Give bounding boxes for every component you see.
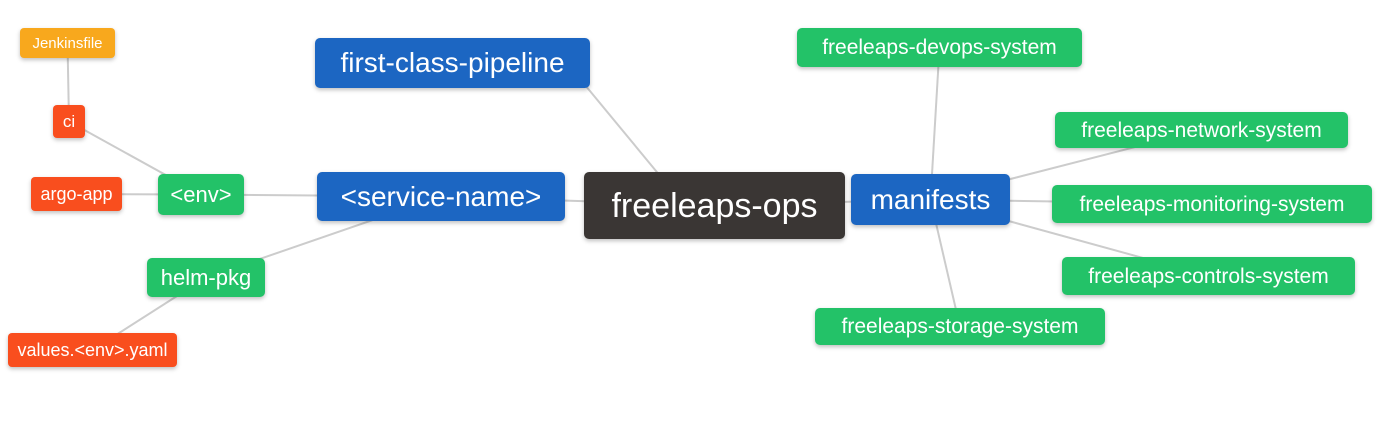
node-manifests[interactable]: manifests [851,174,1010,225]
node-jenkinsfile[interactable]: Jenkinsfile [20,28,115,58]
node-freeleaps-storage-system[interactable]: freeleaps-storage-system [815,308,1105,345]
node-freeleaps-devops-system[interactable]: freeleaps-devops-system [797,28,1082,67]
node-freeleaps-network-system[interactable]: freeleaps-network-system [1055,112,1348,148]
node-argo-app[interactable]: argo-app [31,177,122,211]
node-ci[interactable]: ci [53,105,85,138]
node-values-env-yaml[interactable]: values.<env>.yaml [8,333,177,367]
node-helm-pkg[interactable]: helm-pkg [147,258,265,297]
node-env[interactable]: <env> [158,174,244,215]
node-first-class-pipeline[interactable]: first-class-pipeline [315,38,590,88]
node-freeleaps-controls-system[interactable]: freeleaps-controls-system [1062,257,1355,295]
node-freeleaps-ops[interactable]: freeleaps-ops [584,172,845,239]
node-freeleaps-monitoring-system[interactable]: freeleaps-monitoring-system [1052,185,1372,223]
node-service-name[interactable]: <service-name> [317,172,565,221]
